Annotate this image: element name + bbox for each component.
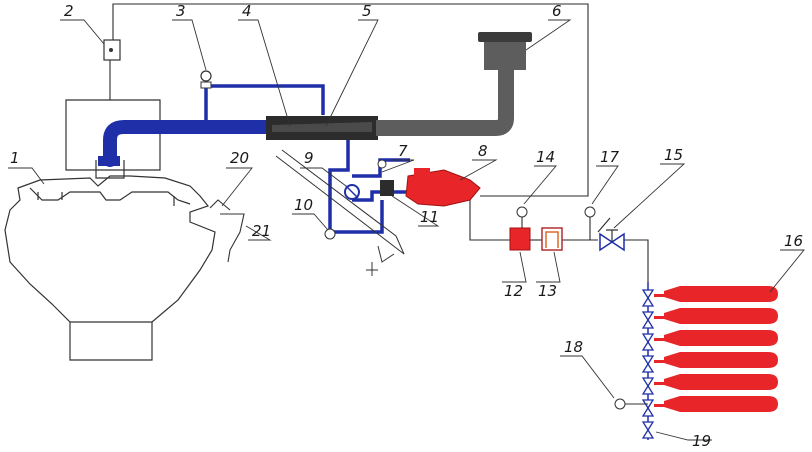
reducer-8 [405,168,481,207]
label-9: 9 [304,149,314,167]
pedal [209,199,245,263]
label-13: 13 [538,282,557,300]
label-18: 18 [564,338,583,356]
sensor-2 [103,39,121,61]
solenoid-11 [380,180,394,196]
label-15: 15 [664,146,683,164]
label-12: 12 [504,282,523,300]
gauge-18 [614,398,648,410]
gauge-7 [377,159,387,169]
label-19: 19 [692,432,711,450]
label-2: 2 [64,2,74,20]
label-1: 1 [10,149,20,167]
label-17: 17 [600,148,620,166]
gauge-14 [516,206,528,218]
label-20: 20 [230,149,249,167]
wiring [109,3,649,282]
engine-block [4,99,216,361]
gauge-3 [200,70,212,89]
label-21: 21 [252,222,271,240]
gauge-10 [324,228,336,240]
gauge-17 [584,206,596,218]
label-7: 7 [398,142,408,160]
valve-9 [344,184,360,200]
label-11: 11 [420,208,439,226]
mixer [266,116,378,140]
intake-pipe [98,84,325,167]
label-8: 8 [478,142,488,160]
label-6: 6 [552,2,562,20]
label-3: 3 [176,2,186,20]
valve-15 [599,229,625,252]
cylinder-valves [641,289,655,439]
label-4: 4 [242,2,252,20]
air-filter-pipe [376,32,532,136]
leader-lines [8,19,805,441]
gas-cylinders [654,286,778,412]
label-14: 14 [536,148,555,166]
label-10: 10 [294,196,313,214]
heater-13 [541,227,563,251]
label-16: 16 [784,232,803,250]
throttle-linkage [275,149,405,276]
number-labels: 1 2 3 4 5 6 7 8 9 10 11 12 13 14 15 16 1… [10,2,803,450]
filter-12 [509,227,531,251]
label-5: 5 [362,2,372,20]
